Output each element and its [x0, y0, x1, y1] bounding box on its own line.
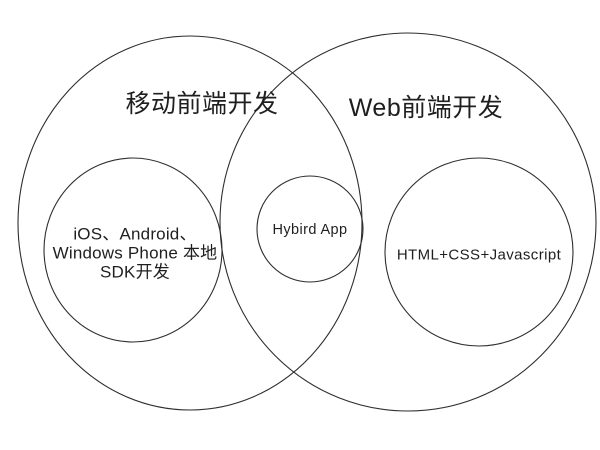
intersection-circle: [256, 175, 364, 283]
right-set-label: Web前端开发: [349, 94, 503, 122]
intersection-label: Hybird App: [273, 222, 348, 238]
left-inner-circle: [43, 157, 223, 343]
left-set-label: 移动前端开发: [125, 90, 278, 118]
left-inner-label-line-1: iOS、Android、: [73, 225, 196, 244]
right-inner-label: HTML+CSS+Javascript: [397, 247, 562, 264]
left-inner-label-line-2: Windows Phone 本地: [53, 244, 218, 263]
right-inner-circle: [384, 157, 574, 347]
left-inner-label-line-3: SDK开发: [100, 263, 170, 282]
left-set-circle: [17, 35, 363, 411]
right-set-circle: [219, 32, 597, 412]
